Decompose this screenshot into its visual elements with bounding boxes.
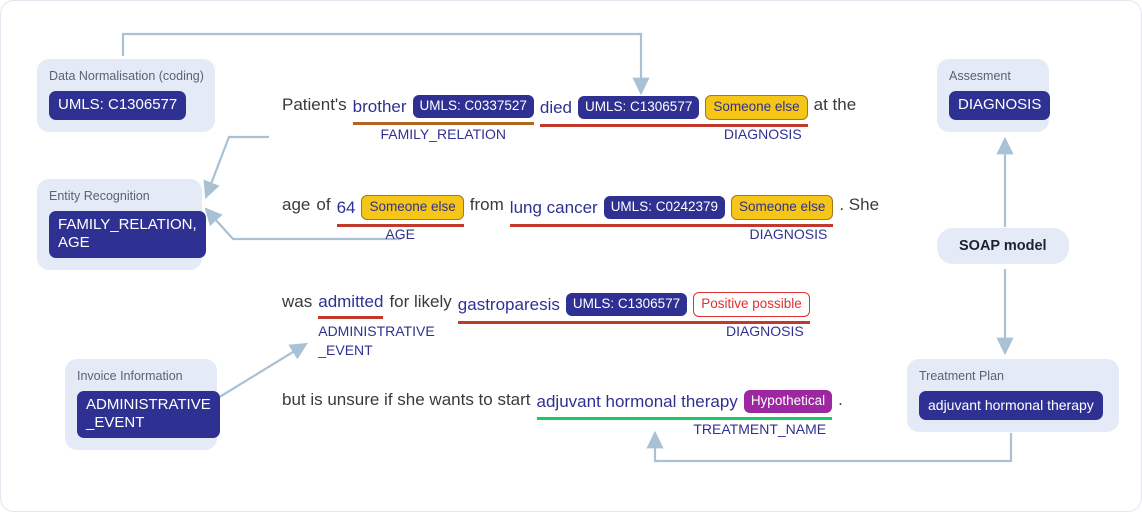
plain-text: Patient's (282, 95, 347, 114)
card-title: Treatment Plan (919, 369, 1004, 383)
entity-badge-yellow[interactable]: Someone else (705, 95, 808, 120)
entity-badge-purple[interactable]: Hypothetical (743, 390, 833, 413)
card-chip: adjuvant hormonal therapy (919, 391, 1103, 420)
entity-badge-umls[interactable]: UMLS: C1306577 (578, 96, 700, 119)
card-data-normalisation[interactable]: Data Normalisation (coding) UMLS: C13065… (37, 59, 215, 132)
entity-type-label: DIAGNOSIS (723, 126, 802, 142)
plain-text: but is unsure if she wants to start (282, 390, 531, 409)
entity-text: gastroparesis (457, 294, 560, 314)
card-chip: DIAGNOSIS (949, 91, 1051, 120)
plain-text: . (838, 390, 843, 409)
plain-text: at the (813, 95, 857, 114)
wire-family-relation-to-entity (203, 135, 269, 200)
entity-type-label: TREATMENT_NAME (693, 421, 827, 437)
entity-badge-yellow[interactable]: Someone else (731, 195, 834, 220)
entity-type-label: ADMINISTRATIVE _EVENT (318, 323, 435, 358)
annotated-line-4: but is unsure if she wants to start adjuv… (282, 390, 849, 437)
plain-text: was (282, 292, 313, 311)
entity-type-label: AGE (385, 226, 415, 242)
card-invoice-information[interactable]: Invoice Information ADMINISTRATIVE _EVEN… (65, 359, 220, 450)
card-title: Assesment (949, 69, 1011, 83)
entity-badge-red[interactable]: Positive possible (693, 292, 810, 317)
plain-text: age (282, 195, 311, 214)
entity-text: brother (352, 96, 407, 116)
entity-type-label: DIAGNOSIS (749, 226, 828, 242)
entity-underline: admitted (318, 292, 384, 319)
entity-badge-yellow[interactable]: Someone else (361, 195, 464, 220)
entity-badge-umls[interactable]: UMLS: C1306577 (565, 293, 688, 316)
plain-text: from (469, 195, 504, 214)
card-treatment-plan[interactable]: Treatment Plan adjuvant hormonal therapy (907, 359, 1119, 432)
entity-badge-umls[interactable]: UMLS: C0242379 (603, 196, 726, 219)
entity-text: lung cancer (509, 197, 598, 217)
card-chip: ADMINISTRATIVE _EVENT (77, 391, 220, 438)
card-title: Invoice Information (77, 369, 183, 383)
entity-text: adjuvant hormonal therapy (536, 391, 738, 411)
entity-type-label: DIAGNOSIS (725, 323, 804, 339)
plain-text: . She (839, 195, 880, 214)
card-chip: FAMILY_RELATION, AGE (49, 211, 206, 258)
entity-text: 64 (336, 197, 356, 217)
card-entity-recognition[interactable]: Entity Recognition FAMILY_RELATION, AGE (37, 179, 206, 270)
card-assesment[interactable]: Assesment DIAGNOSIS (937, 59, 1051, 132)
card-title: Data Normalisation (coding) (49, 69, 204, 83)
soap-model-pill[interactable]: SOAP model (937, 228, 1069, 264)
card-chip: UMLS: C1306577 (49, 91, 187, 120)
entity-badge-umls[interactable]: UMLS: C0337527 (412, 95, 534, 118)
card-title: Entity Recognition (49, 189, 150, 203)
entity-text: died (539, 97, 573, 117)
plain-text: of (316, 195, 331, 214)
entity-type-label: FAMILY_RELATION (380, 126, 507, 142)
entity-text: admitted (318, 292, 384, 311)
plain-text: for likely (389, 292, 452, 311)
